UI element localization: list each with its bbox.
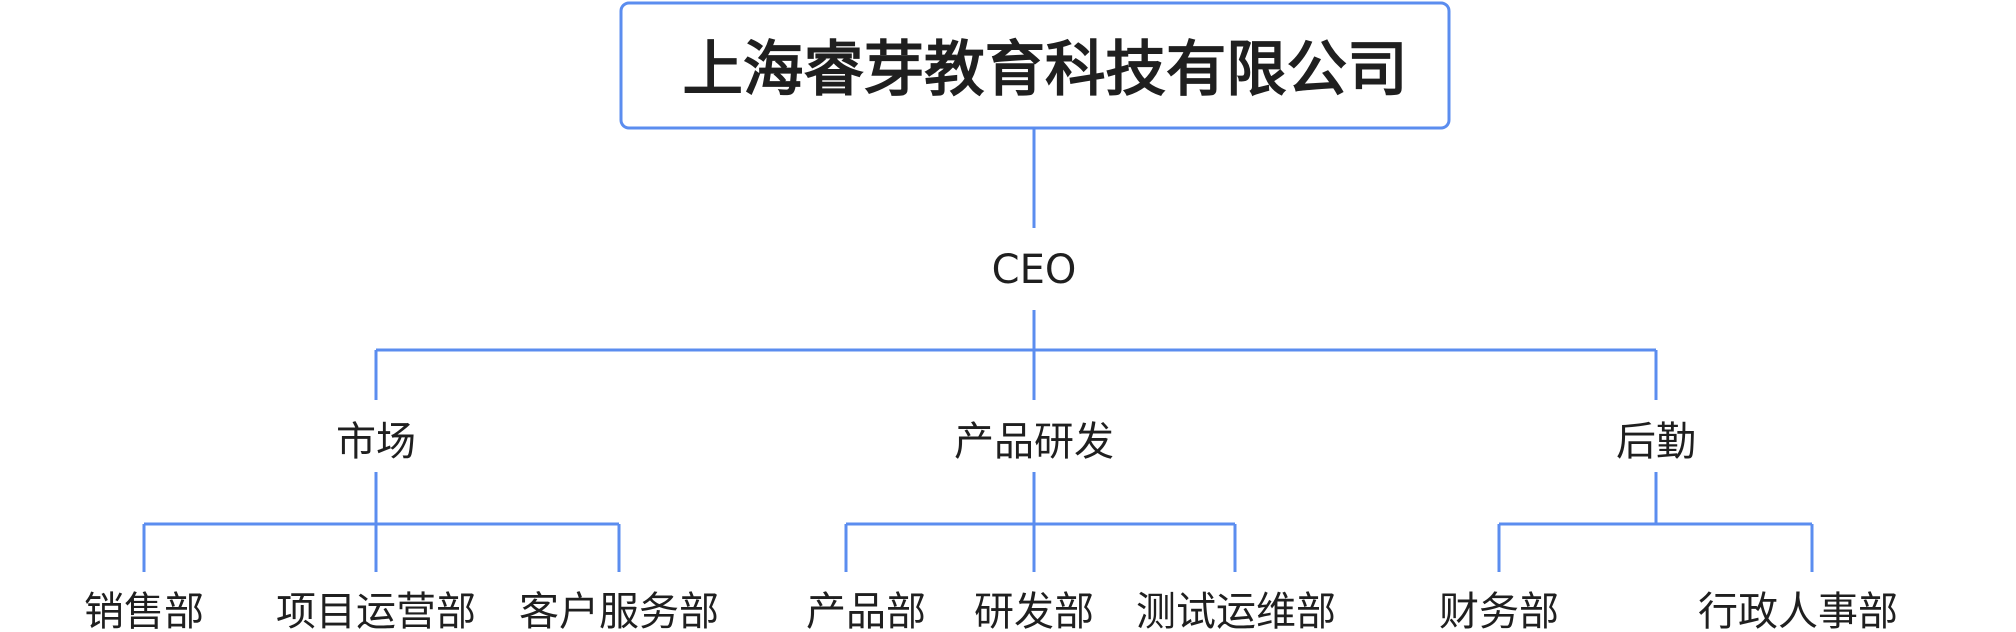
root-title: 上海睿芽教育科技有限公司 bbox=[683, 35, 1408, 105]
node-unit-admin-hr[interactable]: 行政人事部 bbox=[1698, 589, 1898, 632]
node-unit-customer-service[interactable]: 客户服务部 bbox=[519, 589, 719, 632]
node-dept-market[interactable]: 市场 bbox=[336, 419, 416, 465]
node-dept-logistics[interactable]: 后勤 bbox=[1616, 419, 1696, 465]
node-dept-rnd[interactable]: 产品研发 bbox=[954, 419, 1114, 465]
node-ceo[interactable]: CEO bbox=[992, 247, 1077, 293]
node-unit-finance[interactable]: 财务部 bbox=[1439, 589, 1559, 632]
node-unit-project-ops[interactable]: 项目运营部 bbox=[276, 589, 476, 632]
connectors bbox=[142, 128, 1814, 572]
node-unit-rnd[interactable]: 研发部 bbox=[974, 589, 1094, 632]
node-unit-product[interactable]: 产品部 bbox=[806, 589, 926, 632]
root-box bbox=[619, 1, 1451, 130]
node-unit-testing-ops[interactable]: 测试运维部 bbox=[1136, 589, 1336, 632]
root-node[interactable]: 上海睿芽教育科技有限公司 bbox=[619, 1, 1451, 130]
node-unit-sales[interactable]: 销售部 bbox=[84, 589, 204, 632]
